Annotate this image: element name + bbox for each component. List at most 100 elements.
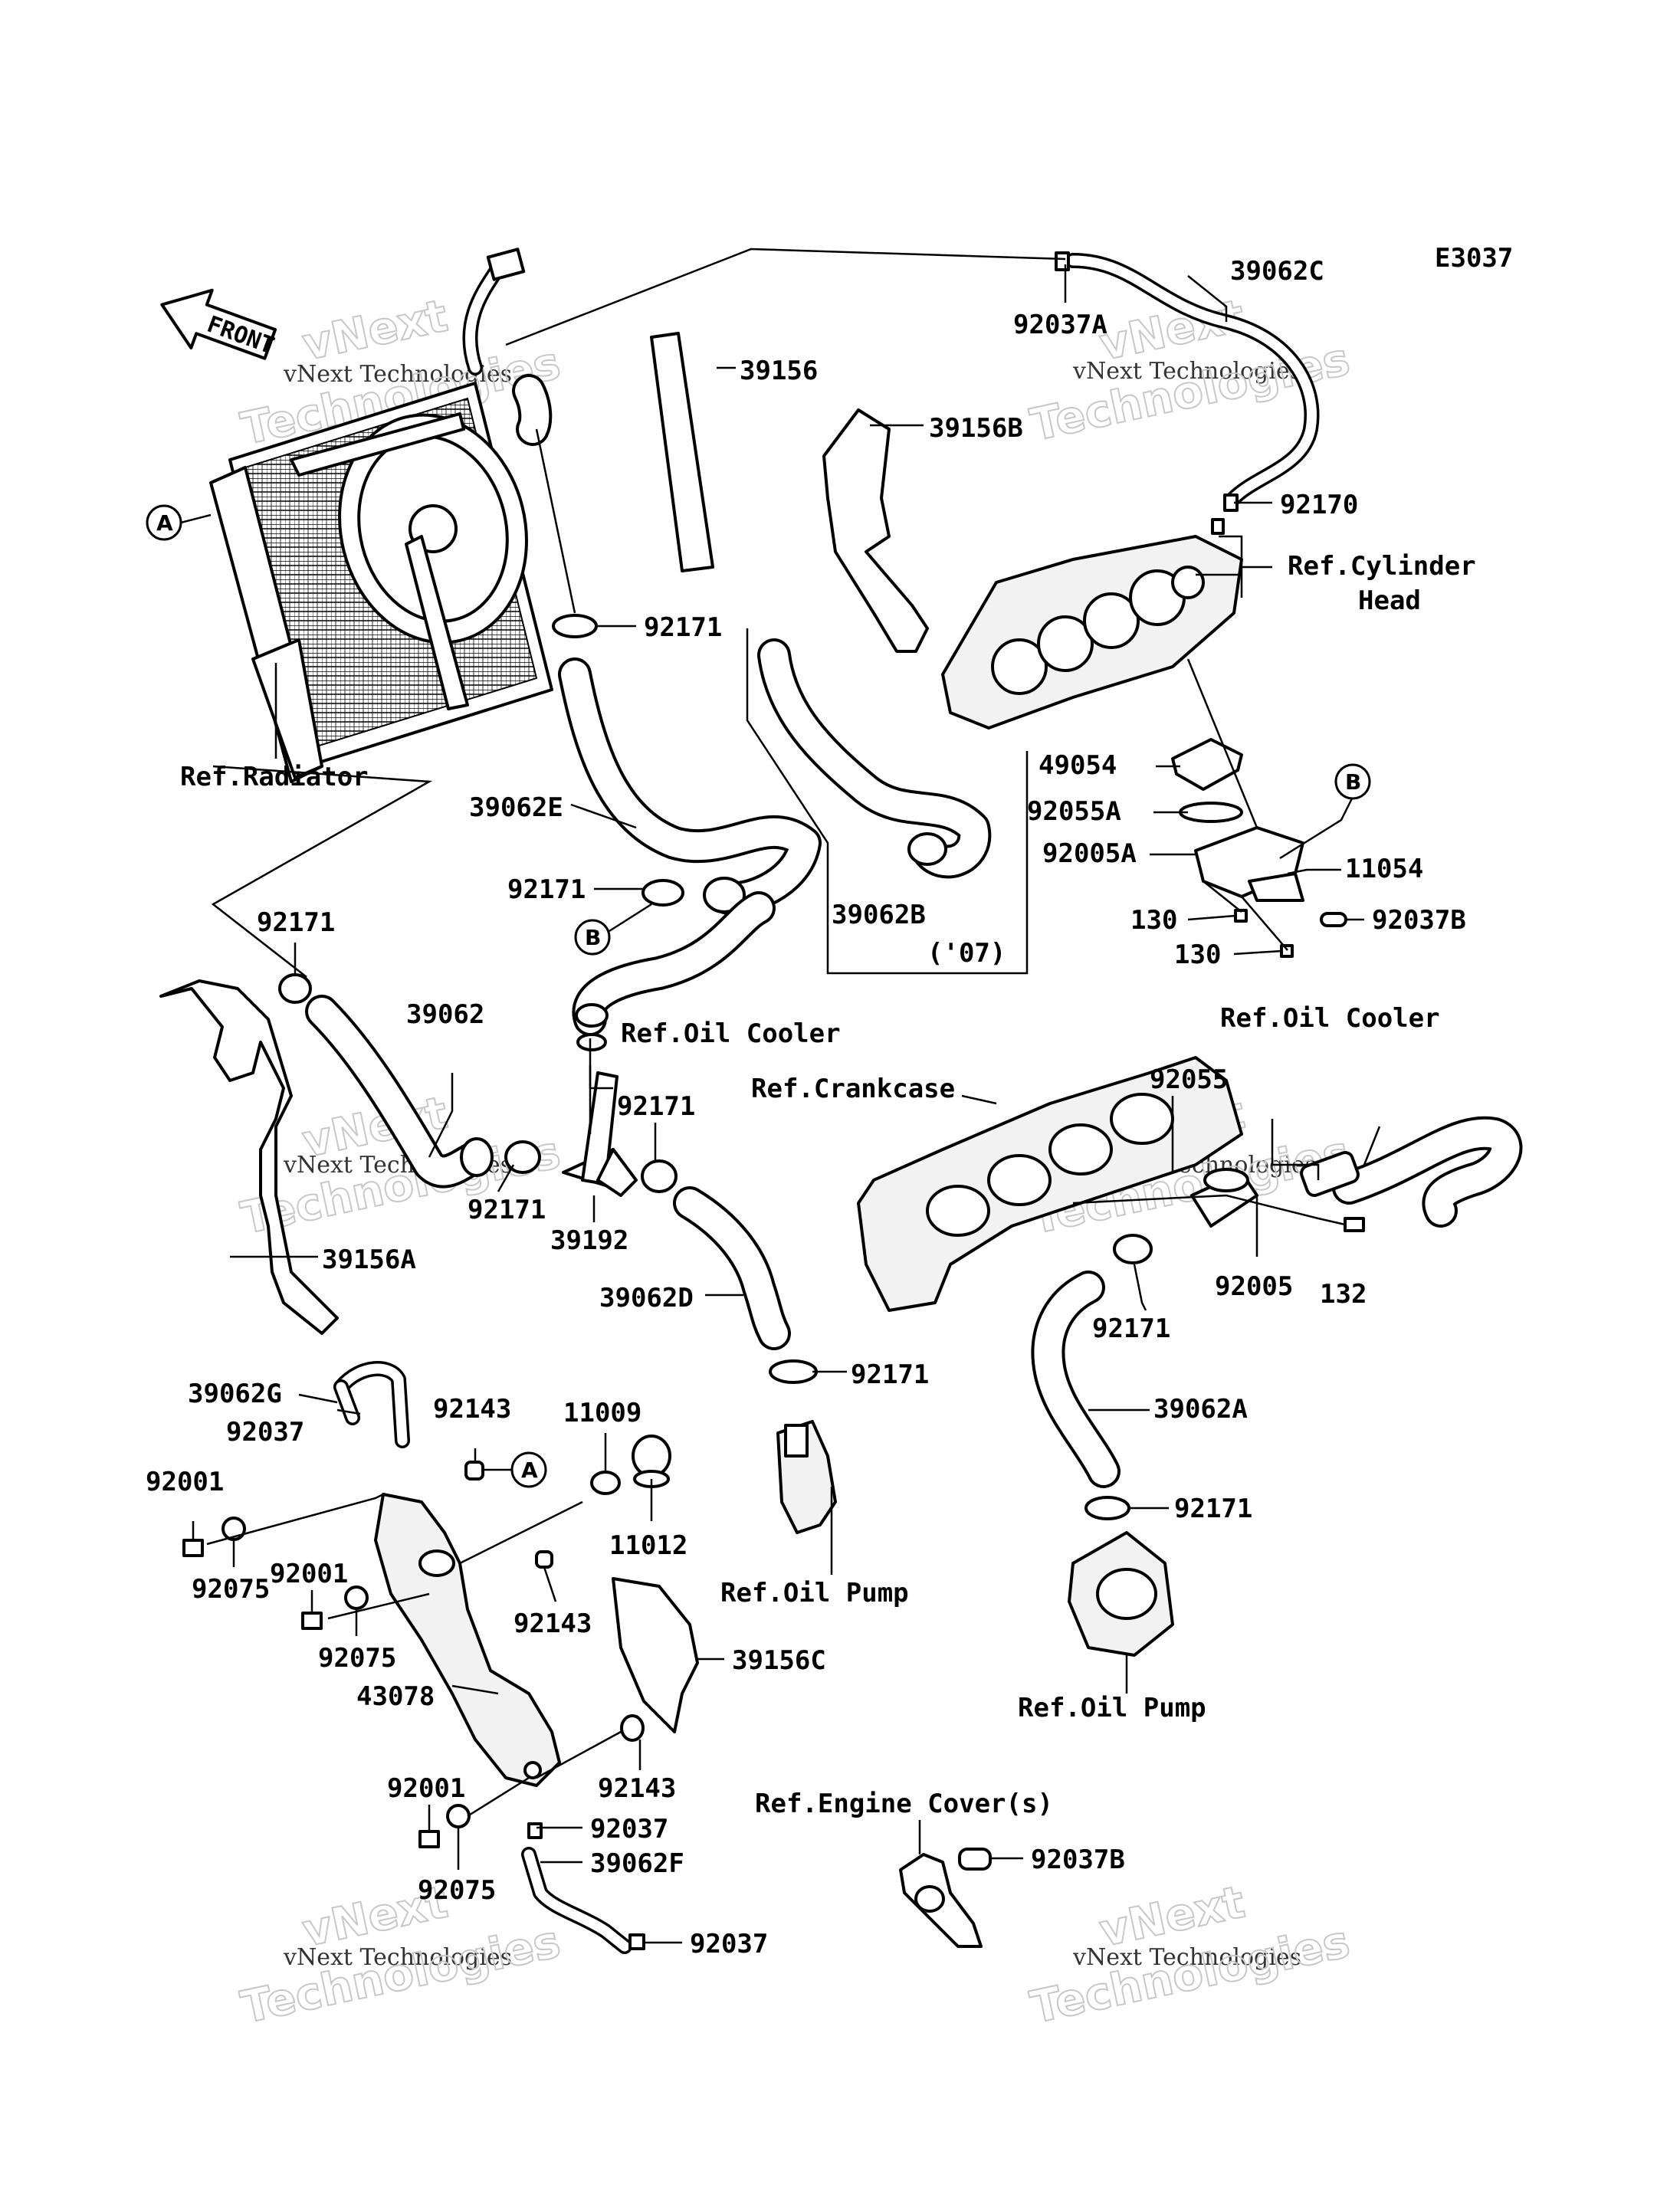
label-132: 132 [1320,1279,1367,1310]
callout-b-mid: B [574,919,611,956]
label-92171-left: 92171 [257,907,335,938]
svg-text:vNext Technologies: vNext Technologies [1072,1944,1301,1971]
label-07: ('07) [927,938,1006,969]
clamp-92171-oc [576,1033,607,1051]
label-92143-b: 92143 [514,1608,592,1639]
oil-pump-right [1068,1531,1174,1657]
label-39156c: 39156C [732,1645,826,1676]
part-11054 [1248,872,1304,902]
callout-a-bottom: A [510,1451,547,1488]
label-11054: 11054 [1345,854,1423,884]
label-92037-c: 92037 [690,1929,768,1959]
label-92171-top: 92171 [644,612,722,643]
clamp-92171-d [641,1159,678,1193]
label-92005: 92005 [1215,1271,1293,1302]
label-39156a: 39156A [322,1244,416,1275]
label-39156b: 39156B [929,413,1023,444]
watermark-bottom-right: vNext vNext Technologies Technologies [1025,1875,1355,2035]
ref-crankcase: Ref.Crankcase [751,1074,955,1104]
label-92001-b: 92001 [270,1559,348,1589]
svg-text:vNext Technologies: vNext Technologies [283,1944,512,1971]
clamp-92171-mid [641,879,684,907]
hose-39062f [521,1822,645,1954]
label-92037b-bottom: 92037B [1031,1844,1125,1875]
svg-text:vNext: vNext [298,290,452,371]
label-92143-c: 92143 [598,1773,676,1804]
label-130-b: 130 [1174,939,1221,970]
ref-cylinder-head-line1: Ref.Cylinder [1288,551,1476,582]
reservoir-tank-43078 [374,1493,561,1787]
label-130-a: 130 [1130,905,1177,936]
diagram-code: E3037 [1435,243,1513,274]
label-39062a: 39062A [1153,1394,1248,1425]
box-39062b [746,628,1029,975]
grommet-92143-c [620,1714,645,1742]
label-92143-a: 92143 [433,1394,511,1425]
cover-39156 [650,332,714,572]
bolt-92001-a [182,1539,204,1557]
ref-oil-pump-center: Ref.Oil Pump [720,1578,909,1608]
cover-39156a [159,979,339,1335]
cap-11012 [632,1435,671,1488]
label-39062b: 39062B [832,900,926,930]
hose-39062g [333,1361,410,1448]
label-92005a: 92005A [1042,838,1137,869]
callout-b-right: B [1334,763,1371,800]
oil-pump-center [776,1420,837,1534]
hose-39062c [1055,251,1320,535]
label-43078: 43078 [356,1681,435,1712]
callout-a-top: A [146,504,182,541]
label-39062c: 39062C [1230,256,1324,287]
collar-92075-b [344,1585,369,1610]
collar-92075-c [446,1804,471,1828]
crankcase [857,1056,1243,1312]
label-39062d: 39062D [599,1283,694,1313]
label-92037-a: 92037 [226,1417,304,1448]
gasket-92055 [1203,1168,1249,1192]
bolt-130-b [1280,944,1294,958]
svg-text:B: B [1345,769,1361,795]
ref-engine-cover: Ref.Engine Cover(s) [755,1789,1053,1819]
label-92001-c: 92001 [387,1773,465,1804]
label-11009: 11009 [563,1398,641,1428]
label-92075-c: 92075 [418,1875,496,1906]
label-92037a: 92037A [1013,310,1107,340]
radiator-assembly [209,248,553,783]
hose-39062a [1031,1271,1121,1488]
bolt-92001-b [301,1612,323,1630]
label-92055a: 92055A [1027,796,1121,827]
cover-39156b [822,408,929,653]
hose-39062b [757,638,992,879]
label-39062f: 39062F [590,1848,684,1879]
label-92171-e: 92171 [1092,1313,1170,1344]
ref-cylinder-head-line2: Head [1358,585,1421,616]
hose-oil-cooler-right [1300,1116,1523,1228]
clamp-92171-e [1113,1234,1153,1264]
grommet-92143-b [535,1550,553,1569]
label-92171-c: 92171 [468,1195,546,1225]
leader-lines [192,264,1381,1944]
part-49054 [1171,738,1243,791]
label-39192: 39192 [550,1225,628,1256]
label-11012: 11012 [609,1530,687,1561]
svg-text:vNext Technologies: vNext Technologies [1072,358,1301,385]
ref-oil-cooler-right: Ref.Oil Cooler [1220,1003,1440,1034]
ref-oil-cooler-mid: Ref.Oil Cooler [621,1018,841,1049]
hose-39062 [305,995,494,1189]
svg-text:A: A [156,510,173,536]
svg-text:A: A [521,1458,538,1483]
engine-cover-bracket [899,1848,992,1948]
leader-radiator-92037a [505,248,1066,346]
gasket-92055a [1179,802,1243,823]
grommet-92143-a [464,1461,484,1481]
label-39062g: 39062G [188,1379,282,1409]
bolt-132 [1344,1217,1365,1232]
label-92075-a: 92075 [192,1574,270,1605]
clamp-92171-left [278,973,312,1004]
clamp-92171-c [504,1140,541,1174]
watermark-bottom-left: vNext vNext Technologies Technologies [236,1875,566,2035]
hose-oil-cooler-mid [572,891,776,1036]
clamp-92171-f [769,1359,818,1384]
label-39156: 39156 [740,356,818,386]
